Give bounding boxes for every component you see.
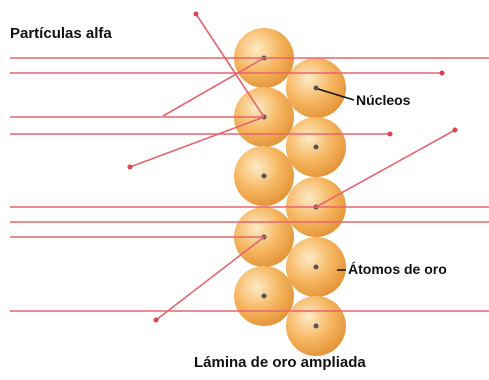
- nucleus: [314, 86, 319, 91]
- label-alpha-particles: Partículas alfa: [10, 25, 112, 42]
- nucleus: [262, 294, 267, 299]
- alpha-path-deflected: [10, 237, 264, 320]
- path-end-dot: [154, 318, 159, 323]
- path-end-dot: [128, 165, 133, 170]
- label-gold-foil: Lámina de oro ampliada: [194, 354, 366, 371]
- nucleus: [314, 324, 319, 329]
- label-gold-atoms: Átomos de oro: [348, 261, 447, 277]
- path-end-dot: [453, 128, 458, 133]
- label-nuclei: Núcleos: [356, 92, 410, 108]
- path-end-dot: [440, 71, 445, 76]
- nucleus: [262, 174, 267, 179]
- gold-atoms: [234, 28, 346, 356]
- path-end-dot: [194, 12, 199, 17]
- nucleus: [314, 265, 319, 270]
- alpha-path-deflected: [10, 117, 264, 167]
- nucleus: [314, 145, 319, 150]
- path-end-dot: [388, 132, 393, 137]
